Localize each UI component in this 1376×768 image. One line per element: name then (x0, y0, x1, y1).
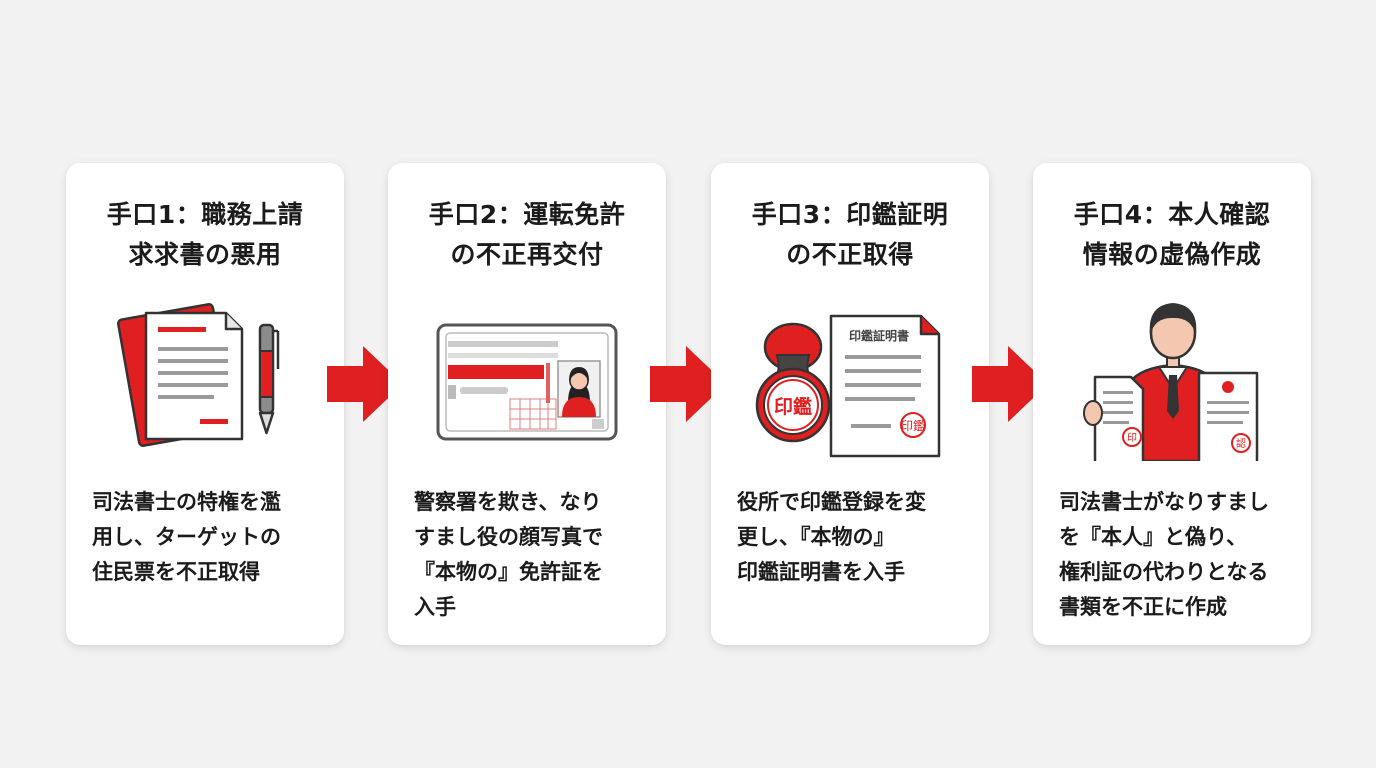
document-and-pen-icon (116, 303, 280, 447)
stamp-text-2: 認 (1236, 437, 1246, 450)
seal-text: 印鑑 (774, 395, 812, 418)
step-description: 司法書士がなりすまし を『本人』と偽り、 権利証の代わりとなる 書類を不正に作成 (1059, 490, 1269, 619)
step-card-1: 手口1：職務上請 求求書の悪用 司法書士の特権を濫 用し、ターゲットの 住民票を… (66, 163, 344, 645)
step-description: 司法書士の特権を濫 用し、ターゲットの 住民票を不正取得 (92, 490, 281, 584)
step-description: 役所で印鑑登録を変 更し、『本物の』 印鑑証明書を入手 (737, 490, 926, 584)
drivers-license-icon (436, 323, 618, 441)
step-card-3: 手口3：印鑑証明 の不正取得 印鑑証明書 印鑑 印鑑 役所で印鑑登録を変 更し、… (711, 163, 989, 645)
businessman-documents-icon: 印 認 (1083, 303, 1259, 461)
step-title: 手口3：印鑑証明 の不正取得 (751, 200, 949, 269)
certificate-stamp: 印鑑 (901, 418, 925, 433)
step-description: 警察署を欺き、なり すまし役の顔写真で 『本物の』免許証を 入手 (414, 490, 603, 619)
step-card-2: 手口2：運転免許 の不正再交付 警察署を欺き、なり すまし役の顔写真で 『本物の… (388, 163, 666, 645)
step-title: 手口1：職務上請 求求書の悪用 (106, 200, 304, 269)
step-title: 手口4：本人確認 情報の虚偽作成 (1073, 200, 1271, 269)
seal-certificate-icon: 印鑑証明書 印鑑 印鑑 (755, 314, 941, 458)
step-card-4: 手口4：本人確認 情報の虚偽作成 印 認 司法書士がなりすまし を『本人』と偽り… (1033, 163, 1311, 645)
arrow-right-icon (972, 346, 1048, 422)
certificate-heading: 印鑑証明書 (849, 328, 909, 343)
arrow-right-icon (327, 346, 403, 422)
arrow-right-icon (650, 346, 726, 422)
stamp-text: 印 (1127, 432, 1137, 444)
step-title: 手口2：運転免許 の不正再交付 (428, 200, 626, 269)
